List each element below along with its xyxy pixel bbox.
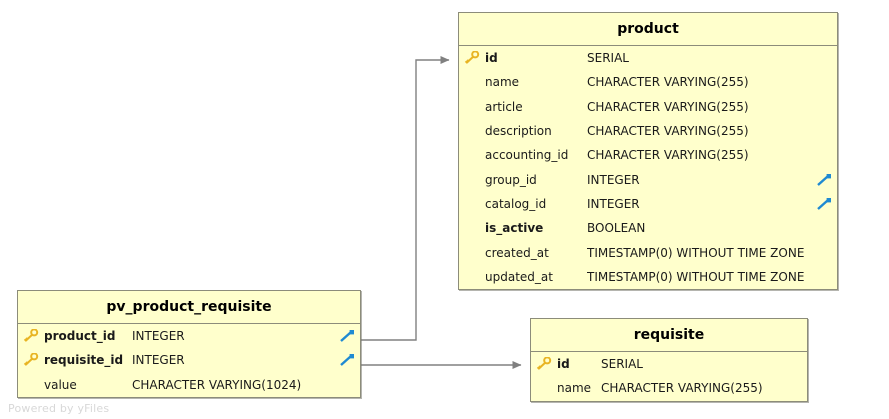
attribute-name: is_active bbox=[485, 221, 544, 236]
attribute-row-product-name[interactable]: name CHARACTER VARYING(255) bbox=[459, 70, 837, 94]
attribute-name: id bbox=[485, 51, 498, 66]
watermark-label: Powered by yFiles bbox=[8, 402, 110, 415]
entity-product[interactable]: product id SERIAL name CHARACT bbox=[458, 12, 838, 290]
attribute-name: updated_at bbox=[485, 269, 553, 284]
attribute-type: CHARACTER VARYING(255) bbox=[601, 381, 763, 396]
attribute-row-pv-product-id[interactable]: product_id INTEGER bbox=[18, 324, 360, 348]
attribute-type: SERIAL bbox=[601, 357, 643, 372]
edge-pv-product-id-to-product bbox=[361, 56, 450, 341]
attribute-type: INTEGER bbox=[132, 329, 185, 344]
attribute-name: id bbox=[557, 357, 570, 372]
fk-arrow-icon bbox=[811, 173, 837, 187]
key-icon bbox=[18, 353, 44, 367]
attribute-name: description bbox=[485, 124, 552, 139]
attribute-type: INTEGER bbox=[587, 196, 640, 211]
attribute-type: SERIAL bbox=[587, 51, 629, 66]
attribute-row-requisite-name[interactable]: name CHARACTER VARYING(255) bbox=[531, 376, 807, 400]
attribute-row-pv-value[interactable]: value CHARACTER VARYING(1024) bbox=[18, 373, 360, 397]
attribute-name: name bbox=[485, 75, 520, 90]
attribute-name: value bbox=[44, 377, 77, 392]
fk-arrow-icon bbox=[811, 197, 837, 211]
entity-pv-product-requisite-title: pv_product_requisite bbox=[18, 291, 360, 324]
attribute-row-product-accounting-id[interactable]: accounting_id CHARACTER VARYING(255) bbox=[459, 143, 837, 167]
fk-arrow-icon bbox=[334, 353, 360, 367]
attribute-row-product-updated-at[interactable]: updated_at TIMESTAMP(0) WITHOUT TIME ZON… bbox=[459, 265, 837, 289]
attribute-type: INTEGER bbox=[587, 172, 640, 187]
attribute-row-requisite-id[interactable]: id SERIAL bbox=[531, 352, 807, 376]
attribute-type: TIMESTAMP(0) WITHOUT TIME ZONE bbox=[587, 245, 805, 260]
attribute-type: CHARACTER VARYING(255) bbox=[587, 148, 749, 163]
entity-requisite-attributes: id SERIAL name CHARACTER VARYING(255) bbox=[531, 352, 807, 401]
attribute-row-product-catalog-id[interactable]: catalog_id INTEGER bbox=[459, 192, 837, 216]
attribute-name: product_id bbox=[44, 329, 116, 344]
attribute-row-product-description[interactable]: description CHARACTER VARYING(255) bbox=[459, 119, 837, 143]
attribute-row-product-created-at[interactable]: created_at TIMESTAMP(0) WITHOUT TIME ZON… bbox=[459, 240, 837, 264]
entity-requisite-title: requisite bbox=[531, 319, 807, 352]
attribute-name: requisite_id bbox=[44, 353, 124, 368]
attribute-type: CHARACTER VARYING(255) bbox=[587, 99, 749, 114]
attribute-row-pv-requisite-id[interactable]: requisite_id INTEGER bbox=[18, 348, 360, 372]
attribute-row-product-is-active[interactable]: is_active BOOLEAN bbox=[459, 216, 837, 240]
entity-pv-product-requisite[interactable]: pv_product_requisite product_id INTEGER bbox=[17, 290, 361, 398]
attribute-type: CHARACTER VARYING(255) bbox=[587, 124, 749, 139]
attribute-row-product-article[interactable]: article CHARACTER VARYING(255) bbox=[459, 95, 837, 119]
entity-requisite[interactable]: requisite id SERIAL name CHARA bbox=[530, 318, 808, 402]
attribute-type: TIMESTAMP(0) WITHOUT TIME ZONE bbox=[587, 269, 805, 284]
key-icon bbox=[18, 329, 44, 343]
attribute-name: article bbox=[485, 99, 523, 114]
fk-arrow-icon bbox=[334, 329, 360, 343]
attribute-type: BOOLEAN bbox=[587, 221, 646, 236]
attribute-type: INTEGER bbox=[132, 353, 185, 368]
entity-product-attributes: id SERIAL name CHARACTER VARYING(255) ar… bbox=[459, 46, 837, 289]
attribute-name: created_at bbox=[485, 245, 549, 260]
attribute-name: name bbox=[557, 381, 592, 396]
attribute-row-product-group-id[interactable]: group_id INTEGER bbox=[459, 167, 837, 191]
attribute-type: CHARACTER VARYING(1024) bbox=[132, 377, 302, 392]
attribute-type: CHARACTER VARYING(255) bbox=[587, 75, 749, 90]
attribute-name: catalog_id bbox=[485, 196, 547, 211]
entity-pv-product-requisite-attributes: product_id INTEGER bbox=[18, 324, 360, 397]
key-icon bbox=[531, 357, 557, 371]
attribute-row-product-id[interactable]: id SERIAL bbox=[459, 46, 837, 70]
attribute-name: group_id bbox=[485, 172, 537, 187]
entity-product-title: product bbox=[459, 13, 837, 46]
attribute-name: accounting_id bbox=[485, 148, 569, 163]
key-icon bbox=[459, 51, 485, 65]
